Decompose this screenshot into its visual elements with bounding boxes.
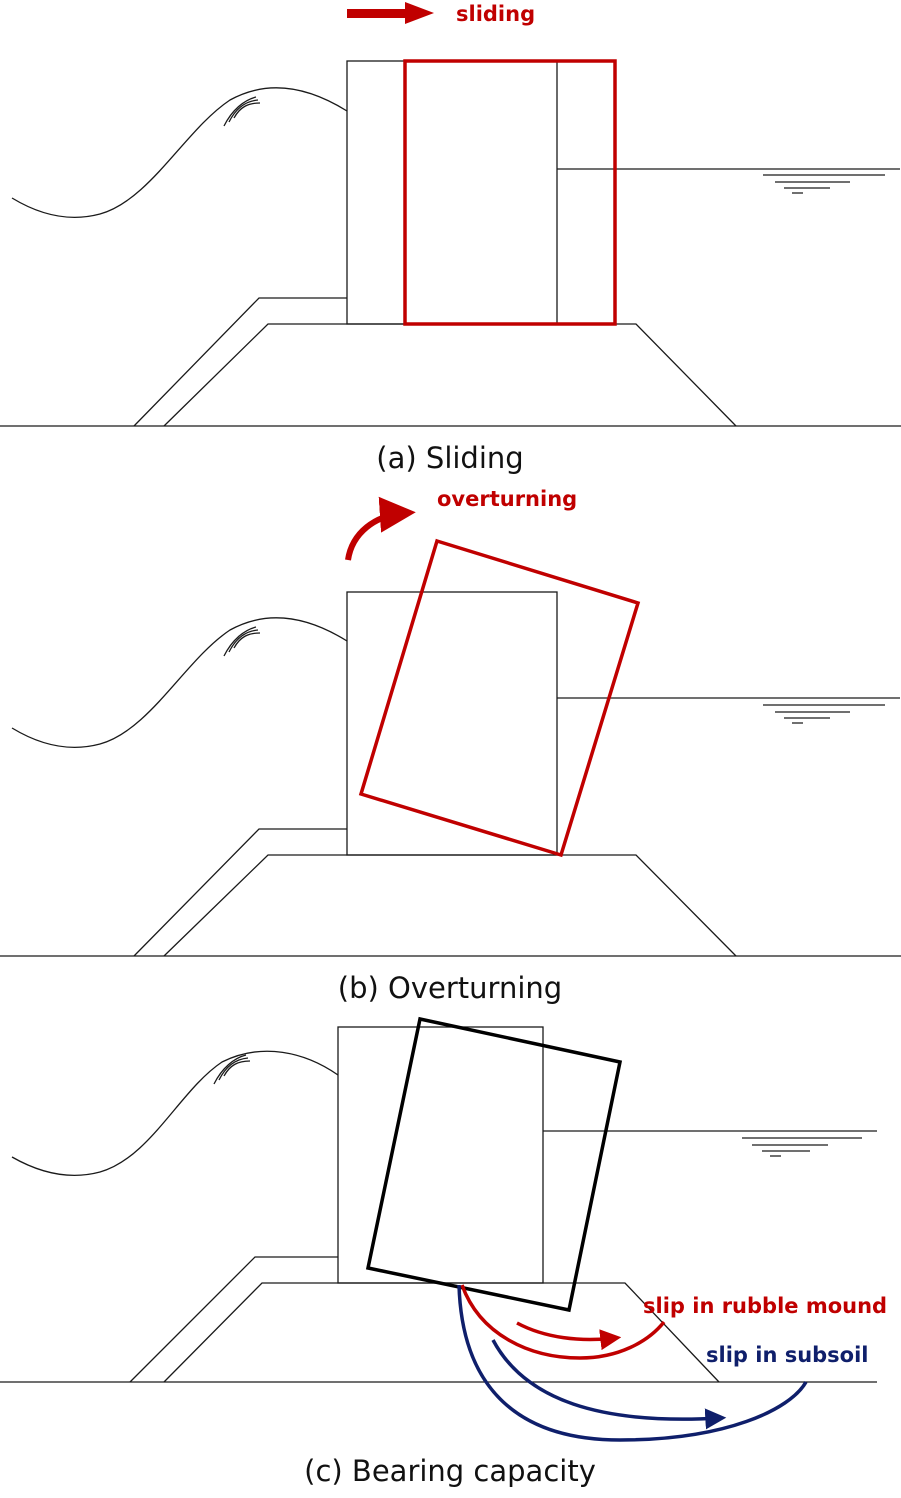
- sliding-arrow: [347, 2, 434, 24]
- overturning-label: overturning: [437, 487, 577, 511]
- wave-profile: [11, 617, 348, 748]
- wave-breaking-lines: [223, 96, 261, 127]
- rubble-slip-surface: [460, 1284, 666, 1360]
- sliding-label: sliding: [456, 2, 535, 26]
- wave-profile: [11, 1050, 339, 1176]
- subsoil-slip-surface: [457, 1284, 808, 1442]
- subsoil-slip-arrow: [491, 1339, 727, 1430]
- wave-breaking-lines: [223, 626, 261, 657]
- armor-layer: [133, 828, 347, 957]
- overturning-arrow: [345, 496, 416, 561]
- caption-sliding: (a) Sliding: [376, 441, 523, 475]
- armor-layer: [133, 297, 347, 427]
- rubble-slip-label: slip in rubble mound: [643, 1294, 887, 1318]
- overturned-caisson-outline: [358, 538, 641, 858]
- sliding-caisson-outline: [403, 59, 617, 326]
- rubble-mound: [163, 1282, 720, 1383]
- tilted-caisson-outline: [365, 1016, 623, 1313]
- rubble-mound: [163, 854, 737, 957]
- rubble-mound: [163, 323, 737, 427]
- armor-layer: [129, 1256, 338, 1383]
- wave-profile: [11, 87, 348, 218]
- water-level-symbol: [742, 1137, 862, 1157]
- panel-sliding: sliding (a) Sliding: [0, 2, 901, 475]
- panel-overturning: overturning (b) Overturning: [0, 487, 901, 1005]
- caisson: [337, 1026, 544, 1284]
- caisson: [346, 60, 558, 325]
- subsoil-slip-label: slip in subsoil: [706, 1343, 869, 1367]
- wave-breaking-lines: [213, 1054, 251, 1085]
- rubble-slip-arrow: [516, 1321, 622, 1351]
- water-level-symbol: [763, 704, 885, 724]
- panel-bearing-capacity: slip in rubble mound slip in subsoil (c)…: [0, 1016, 887, 1488]
- caisson: [346, 591, 558, 856]
- water-level-symbol: [763, 174, 885, 194]
- caption-overturning: (b) Overturning: [338, 971, 562, 1005]
- caption-bearing-capacity: (c) Bearing capacity: [304, 1454, 596, 1488]
